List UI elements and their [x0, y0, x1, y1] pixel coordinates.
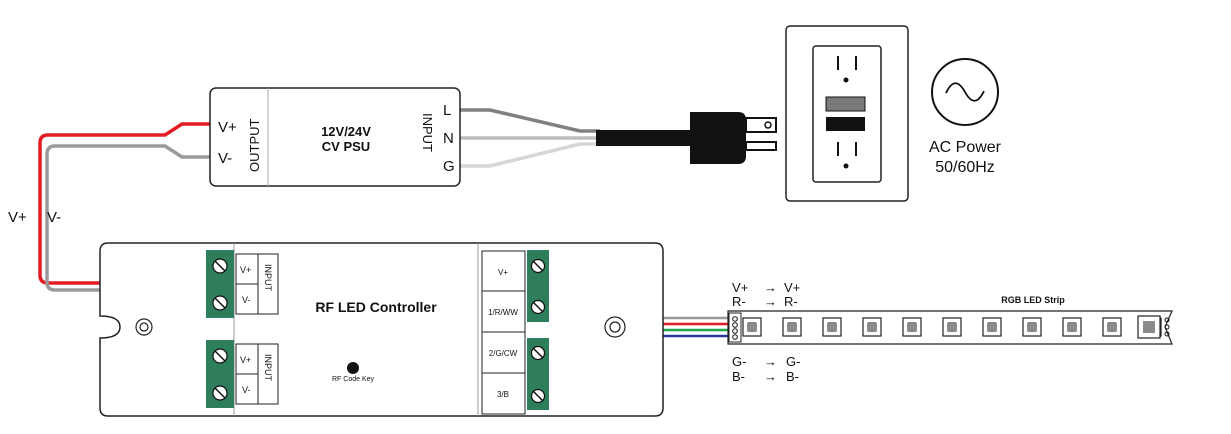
ctrl-in1-input: INPUT: [263, 264, 273, 292]
psu-l-label: L: [443, 102, 451, 119]
plug-icon: [690, 112, 777, 164]
map-r-from: R-: [732, 294, 746, 309]
map-vplus-to: V+: [784, 280, 800, 295]
psu-output-label: OUTPUT: [247, 119, 262, 173]
wire-l: [458, 108, 600, 133]
psu-vplus-label: V+: [218, 119, 237, 136]
ctrl-out-g: 2/G/CW: [489, 349, 518, 358]
ac-power-label: AC Power: [929, 139, 1002, 156]
wire-vminus-label: V-: [47, 209, 61, 226]
led-chip-core: [747, 322, 757, 332]
ctrl-in2-input: INPUT: [263, 354, 273, 382]
psu-g-label: G: [443, 158, 455, 175]
map-g-arrow: →: [764, 354, 777, 369]
psu-vminus-label: V-: [218, 150, 232, 167]
led-chip-core: [1067, 322, 1077, 332]
psu-n-label: N: [443, 130, 454, 147]
map-r-to: R-: [784, 294, 798, 309]
ctrl-out-b: 3/B: [497, 390, 509, 399]
led-chip-core: [907, 322, 917, 332]
sine-wave-icon: [931, 58, 999, 126]
led-chip-core: [947, 322, 957, 332]
wire-g: [458, 142, 600, 168]
ctrl-in2-vplus: V+: [240, 355, 251, 365]
strip-map-bottom: G- → G- B- → B-: [732, 354, 800, 384]
map-g-from: G-: [732, 354, 746, 369]
psu-box: V+ V- OUTPUT INPUT 12V/24V CV PSU L N G: [209, 87, 461, 187]
output-terminal-1: [527, 250, 549, 322]
wire-vplus-label: V+: [8, 209, 27, 226]
map-r-arrow: →: [764, 294, 777, 309]
psu-subtitle: CV PSU: [322, 139, 370, 154]
psu-title: 12V/24V: [321, 124, 371, 139]
map-g-to: G-: [786, 354, 800, 369]
map-b-from: B-: [732, 369, 745, 384]
strip-title: RGB LED Strip: [1001, 295, 1065, 305]
cable-gland: [604, 316, 626, 338]
input-terminal-1: [206, 250, 234, 318]
psu-input-label: INPUT: [420, 113, 435, 152]
output-label-table: V+ 1/R/WW 2/G/CW 3/B: [481, 250, 526, 415]
ctrl-in2-vminus: V-: [242, 385, 251, 395]
controller-box: [99, 242, 664, 417]
controller-title: RF LED Controller: [315, 299, 437, 315]
input-label-table-2: V+ V- INPUT: [235, 343, 279, 405]
map-vplus-arrow: →: [764, 280, 777, 295]
rf-code-key-button: [347, 362, 359, 374]
led-chip-core: [1107, 322, 1117, 332]
wall-outlet-icon: [785, 25, 909, 202]
ctrl-out-vplus: V+: [498, 268, 508, 277]
led-chip-core: [1027, 322, 1037, 332]
ctrl-in1-vminus: V-: [242, 295, 251, 305]
output-terminal-2: [527, 338, 549, 410]
led-chip-core: [787, 322, 797, 332]
map-b-to: B-: [786, 369, 799, 384]
rf-code-key-label: RF Code Key: [332, 376, 375, 383]
input-terminal-2: [206, 340, 234, 408]
led-chip-core: [827, 322, 837, 332]
ac-frequency-label: 50/60Hz: [935, 159, 995, 176]
ctrl-out-r: 1/R/WW: [488, 308, 518, 317]
input-label-table-1: V+ V- INPUT: [235, 253, 279, 315]
led-chip-core: [867, 322, 877, 332]
ctrl-in1-vplus: V+: [240, 265, 251, 275]
map-b-arrow: →: [764, 369, 777, 384]
led-strip: [727, 310, 1173, 345]
power-cord: [596, 130, 692, 146]
strip-map-top: V+ → V+ R- → R-: [732, 280, 800, 309]
map-vplus-from: V+: [732, 280, 748, 295]
led-chip-core: [987, 322, 997, 332]
wire-vminus-gray: [45, 144, 212, 309]
